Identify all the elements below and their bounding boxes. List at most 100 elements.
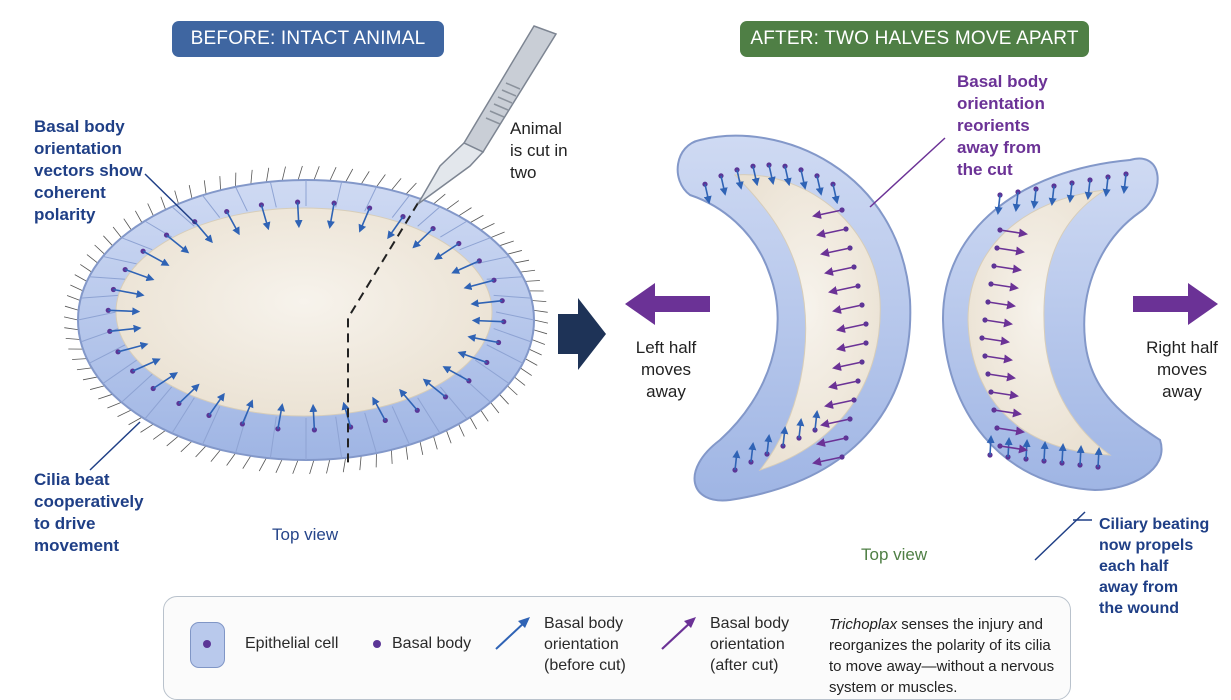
cilium	[470, 215, 483, 222]
cilium	[459, 208, 472, 216]
basal-body-icon	[373, 640, 381, 648]
right-move-arrow	[1133, 283, 1218, 325]
title-after: AFTER: TWO HALVES MOVE APART	[740, 21, 1089, 57]
cilium	[314, 166, 319, 180]
cilium	[520, 368, 531, 376]
cilium	[83, 377, 98, 380]
leader-ciliary	[1035, 512, 1085, 560]
cilium	[532, 339, 545, 344]
cilium	[148, 204, 154, 216]
cilium	[67, 296, 80, 301]
orientation-arrow	[1062, 445, 1063, 463]
cilium	[525, 281, 540, 282]
cilium	[113, 227, 121, 238]
cilium	[470, 417, 477, 429]
cilium	[107, 402, 121, 408]
cilium	[433, 194, 445, 204]
legend-note: Trichoplax senses the injury and reorgan…	[829, 614, 1064, 698]
label-cut: Animal is cut in two	[510, 118, 568, 184]
cilium	[90, 386, 105, 390]
cilium	[533, 330, 547, 334]
cilium	[406, 183, 416, 194]
leader-cilia	[90, 422, 140, 470]
cilium	[499, 394, 508, 404]
cilium	[520, 270, 535, 272]
cilium	[330, 167, 336, 181]
legend-basal-body: Basal body	[392, 633, 471, 654]
leader-reorients	[870, 138, 945, 207]
transition-arrow	[558, 298, 606, 370]
label-right-moves: Right half moves away	[1136, 337, 1228, 403]
cilium	[310, 460, 314, 474]
cilium	[459, 424, 465, 436]
cilium	[343, 458, 345, 472]
cilium	[95, 245, 105, 254]
cilium	[175, 191, 179, 204]
cilium	[534, 320, 548, 323]
cilium	[141, 424, 154, 432]
cilium	[204, 180, 206, 194]
cilium	[66, 338, 80, 339]
cilium	[72, 359, 87, 360]
cilium	[507, 386, 517, 395]
orientation-arrow	[1098, 449, 1099, 467]
label-ciliary: Ciliary beating now propels each half aw…	[1099, 514, 1209, 619]
label-reorients: Basal body orientation reorients away fr…	[957, 71, 1048, 181]
cilium	[196, 446, 206, 457]
left-half	[678, 136, 911, 501]
cilium	[406, 446, 408, 460]
cilium	[433, 436, 437, 449]
label-cilia: Cilia beat cooperatively to drive moveme…	[34, 469, 144, 557]
cilium	[529, 349, 542, 355]
cilium	[189, 185, 192, 199]
epithelial-cell-icon	[190, 622, 225, 668]
cilium	[75, 275, 87, 282]
cilium	[181, 441, 192, 452]
blue-arrow-icon	[492, 613, 534, 655]
right-half	[943, 159, 1162, 490]
cilium	[360, 456, 361, 470]
cilium	[481, 223, 495, 230]
cilium	[361, 171, 369, 184]
left-move-arrow	[625, 283, 710, 325]
cilium	[446, 430, 451, 443]
purple-arrow-icon	[658, 613, 700, 655]
orientation-arrow	[1044, 443, 1045, 461]
title-before: BEFORE: INTACT ANIMAL	[172, 21, 444, 57]
cilium	[346, 169, 353, 182]
cilium	[103, 236, 112, 246]
cilium	[65, 306, 79, 310]
cilium	[391, 450, 392, 464]
cilium	[514, 260, 529, 263]
cilium	[77, 368, 92, 370]
cilium	[533, 310, 547, 312]
cilium	[259, 458, 266, 471]
cilium	[227, 453, 236, 465]
label-left-moves: Left half moves away	[623, 337, 709, 403]
cilium	[98, 394, 112, 399]
cilium	[391, 178, 401, 190]
orientation-arrow	[990, 437, 991, 455]
cilium	[499, 241, 513, 246]
label-top-view-left: Top view	[272, 524, 338, 546]
cilium	[326, 459, 329, 473]
cilium	[80, 264, 91, 272]
label-top-view-right: Top view	[861, 544, 927, 566]
cilium	[376, 175, 385, 187]
cilium	[153, 430, 165, 439]
cilium	[251, 170, 252, 184]
cilium	[490, 402, 498, 413]
cilium	[167, 436, 179, 446]
cilium	[298, 166, 302, 180]
cilium	[481, 410, 489, 421]
cilium	[507, 250, 522, 254]
cilium	[420, 441, 423, 455]
cilium	[514, 377, 525, 385]
legend-epithelial-cell: Epithelial cell	[245, 633, 338, 654]
cilium	[220, 176, 221, 190]
cilium	[276, 459, 282, 473]
cilium	[282, 167, 285, 181]
legend-before-cut: Basal body orientation (before cut)	[544, 613, 626, 676]
cilium	[293, 460, 298, 474]
cilium	[211, 450, 221, 462]
